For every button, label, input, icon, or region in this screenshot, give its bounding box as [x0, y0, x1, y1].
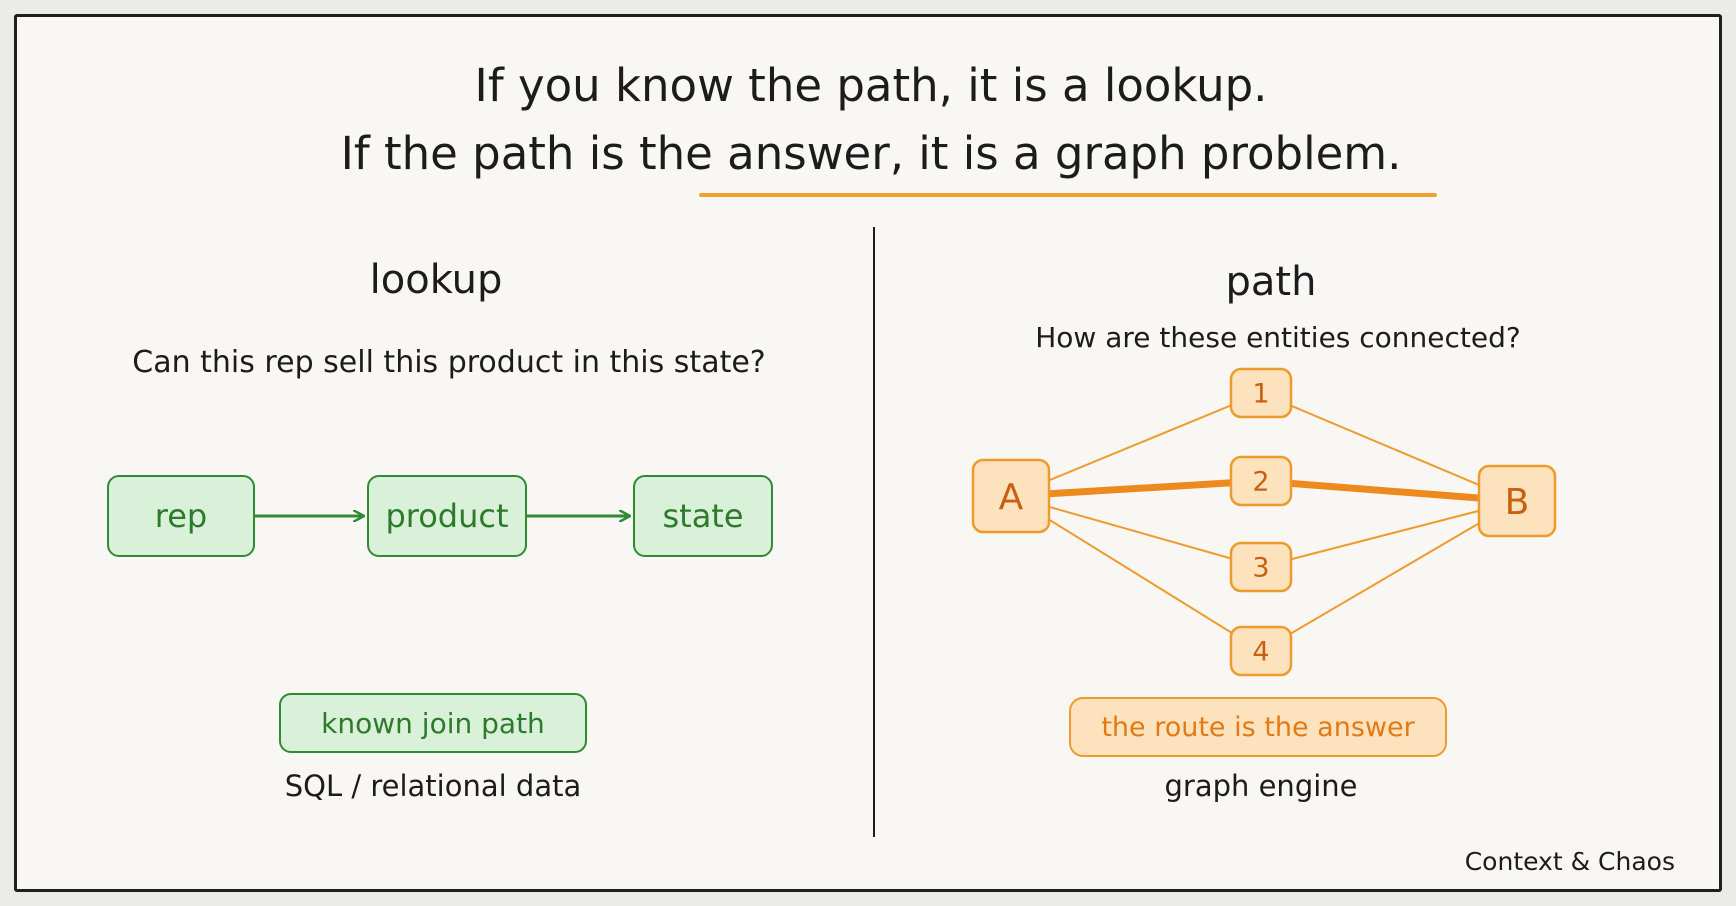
section-divider [873, 227, 875, 837]
graph-node-label: A [999, 477, 1024, 518]
lookup-question: Can this rep sell this product in this s… [132, 345, 766, 380]
edge-A-3 [1010, 495, 1262, 568]
credit-label: Context & Chaos [1464, 847, 1675, 876]
graph-node-3: 3 [1229, 541, 1293, 593]
edge-B-3 [1260, 500, 1518, 568]
graph-node-B: B [1477, 464, 1557, 538]
edge-A-1 [1010, 392, 1262, 497]
edge-B-4 [1260, 500, 1518, 652]
edge-A-2 [1007, 477, 1265, 500]
title-line-2: If the path is the answer, it is a graph… [340, 127, 1402, 180]
node-rep: rep [107, 475, 255, 557]
node-product: product [367, 475, 527, 557]
sql-caption: SQL / relational data [284, 769, 582, 803]
node-state: state [633, 475, 773, 557]
lookup-arrows [255, 17, 1725, 895]
graph-node-4: 4 [1229, 625, 1293, 677]
diagram-frame: If you know the path, it is a lookup. If… [14, 14, 1722, 892]
known-join-path-badge: known join path [279, 693, 587, 753]
graph-node-label: 4 [1252, 637, 1269, 668]
graph-engine-caption: graph engine [1164, 769, 1358, 803]
graph-node-label: 2 [1252, 467, 1269, 498]
lookup-heading: lookup [369, 257, 503, 303]
edge-A-4 [1010, 495, 1262, 652]
graph-node-1: 1 [1229, 367, 1293, 419]
graph-node-label: 1 [1252, 379, 1269, 410]
graph-node-2: 2 [1229, 455, 1293, 507]
path-graph: 1 2 3 4 A B [971, 367, 1557, 677]
title-underline [699, 193, 1437, 197]
graph-node-label: 3 [1252, 553, 1269, 584]
edge-B-1 [1260, 392, 1518, 502]
edge-B-2 [1257, 477, 1521, 505]
graph-node-A: A [971, 458, 1051, 534]
path-heading: path [1225, 259, 1317, 305]
graph-node-label: B [1505, 482, 1530, 523]
route-answer-badge: the route is the answer [1069, 697, 1447, 757]
path-question: How are these entities connected? [1035, 321, 1521, 354]
title-line-1: If you know the path, it is a lookup. [474, 59, 1268, 112]
